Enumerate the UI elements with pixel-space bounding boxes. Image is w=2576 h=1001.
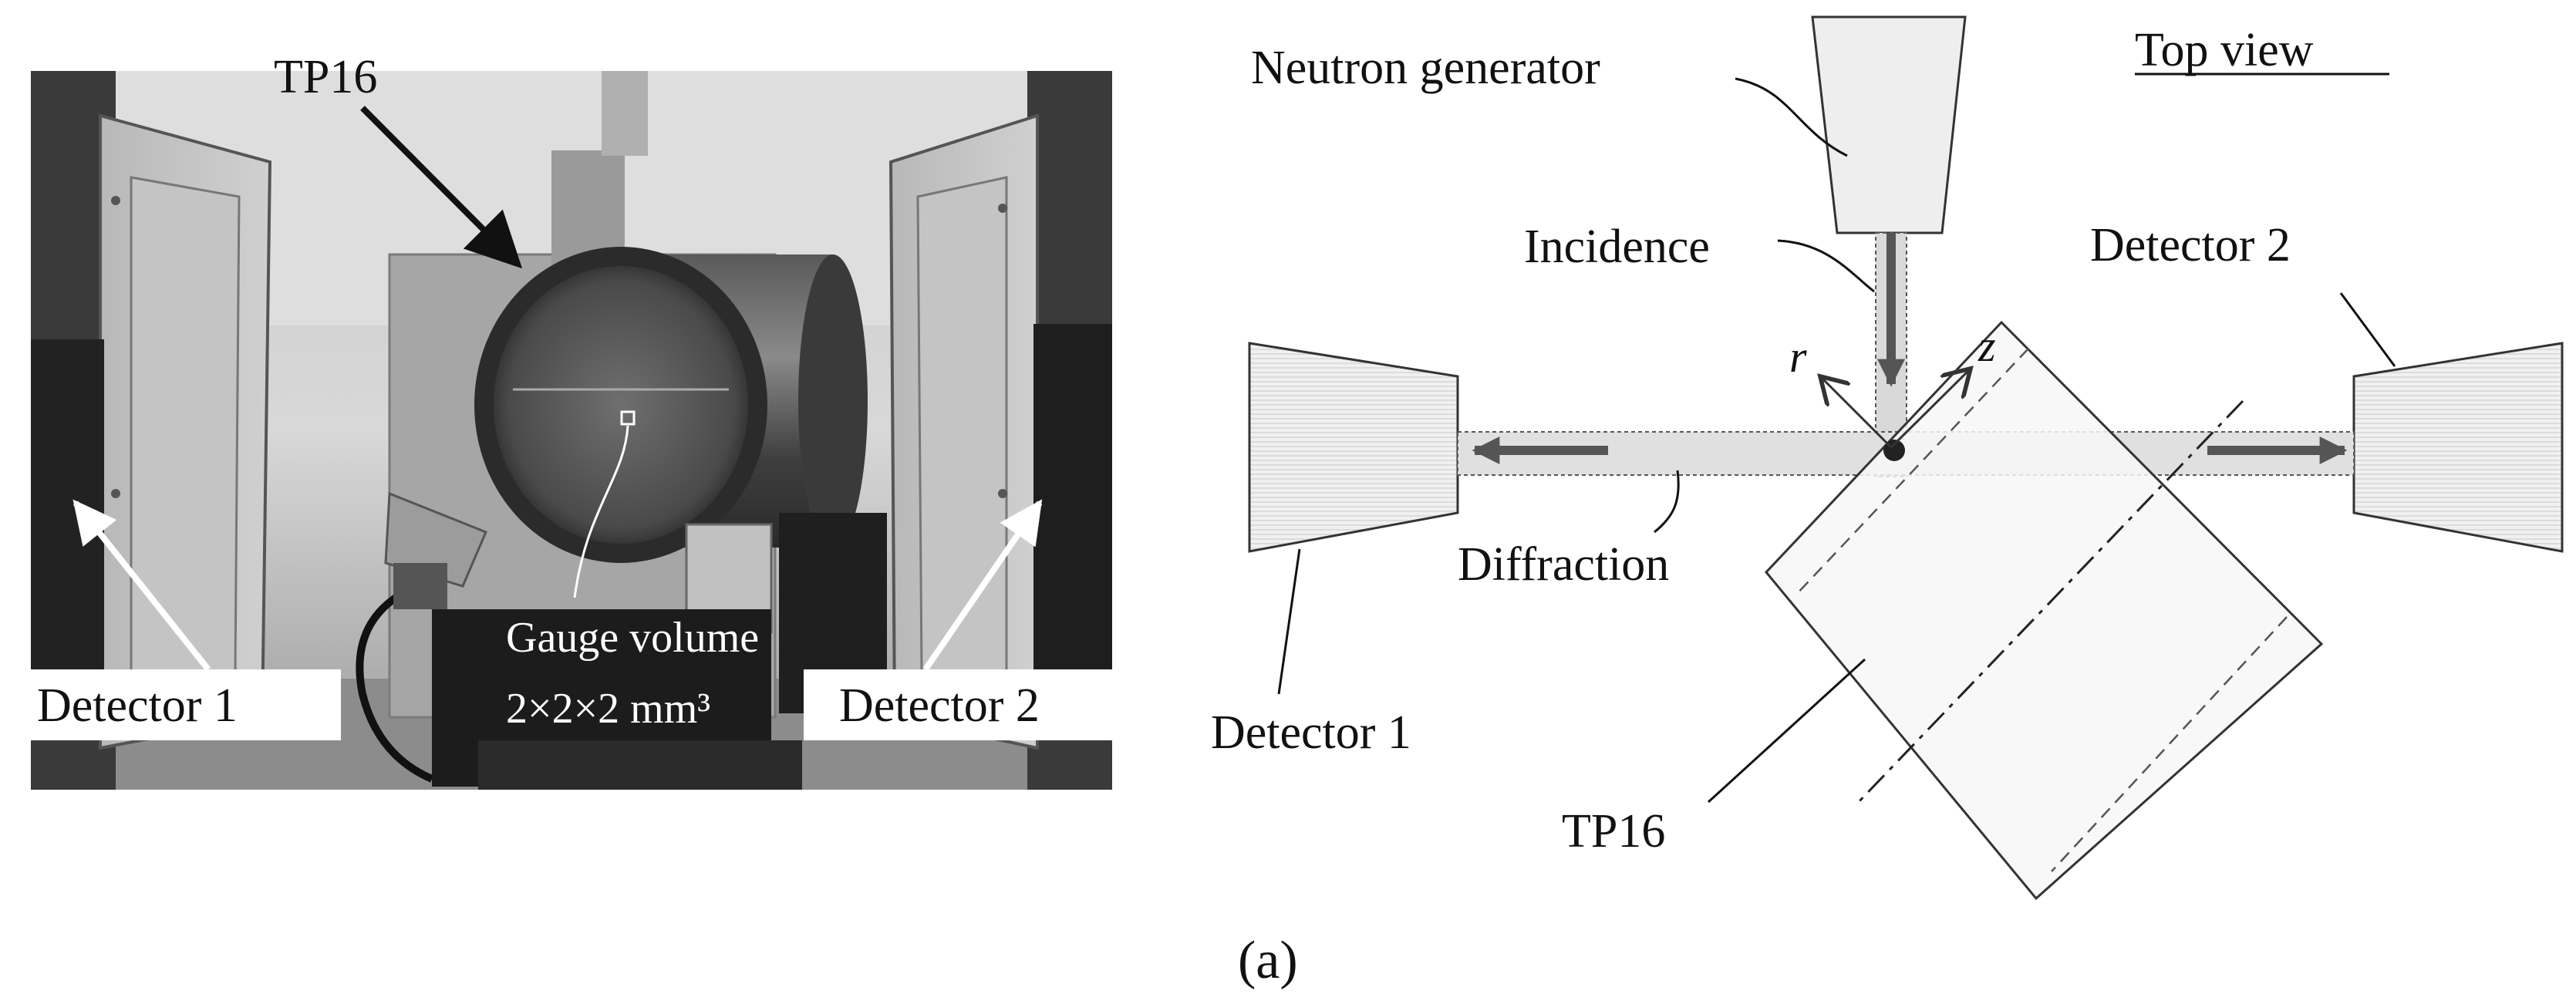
photo-tp16-tube [474,247,868,563]
photo-detector1-label-box [31,669,341,740]
photo-detector1-arrow [72,499,211,672]
photo-gauge-volume-leader [573,425,629,598]
neutron-generator-label: Neutron generator [1251,42,1600,94]
diagram-detector1 [1248,342,1459,553]
top-view-label: Top view [2135,24,2314,76]
tp16-wall-dashed-2 [2051,616,2288,872]
axis-z-arrow [1890,369,1971,449]
tp16-wall-dashed-1 [1795,348,2029,596]
figure-caption: (a) [1238,931,1298,990]
tp16-leader [1707,658,1866,804]
photo-tp16-arrow [360,106,523,269]
experiment-photo: TP16 Detector 1 Detector 2 Gauge volume … [31,51,1112,790]
axis-r-label: r [1789,332,1807,382]
diagram-detector2 [2352,342,2564,553]
neutron-generator [1811,15,1967,234]
photo-detector2-arrow [922,499,1043,672]
diagram-tp16 [1765,320,2324,901]
photo-detector2-label: Detector 2 [839,679,1040,732]
diagram-detector2-leader [2339,292,2396,367]
axis-z-label: z [1978,321,1996,371]
tp16-centerline [1853,399,2244,807]
diffraction-label: Diffraction [1458,538,1669,591]
photo-gauge-volume-label: Gauge volume [506,614,759,662]
diagram-tp16-label: TP16 [1562,805,1665,858]
photo-detector1-label: Detector 1 [37,679,238,732]
diagram-detector1-label: Detector 1 [1211,706,1411,759]
diagram-detector1-leader [1277,548,1301,695]
photo-rear-box [602,71,648,156]
photo-detector2-label-box [804,669,1112,740]
diffraction-leader [1654,470,1680,534]
axis-r-arrow [1820,376,1893,449]
neutron-generator-leader [1735,77,1848,157]
incidence-label: Incidence [1524,221,1710,273]
diagram-detector2-label: Detector 2 [2090,219,2291,271]
top-view-diagram: Top view Neutron generator Incidence Det… [1211,15,2564,901]
photo-tp16-label: TP16 [274,51,377,103]
photo-gauge-size-label: 2×2×2 mm³ [506,685,710,733]
photo-gauge-volume-marker [620,410,636,426]
incidence-leader [1777,239,1875,293]
